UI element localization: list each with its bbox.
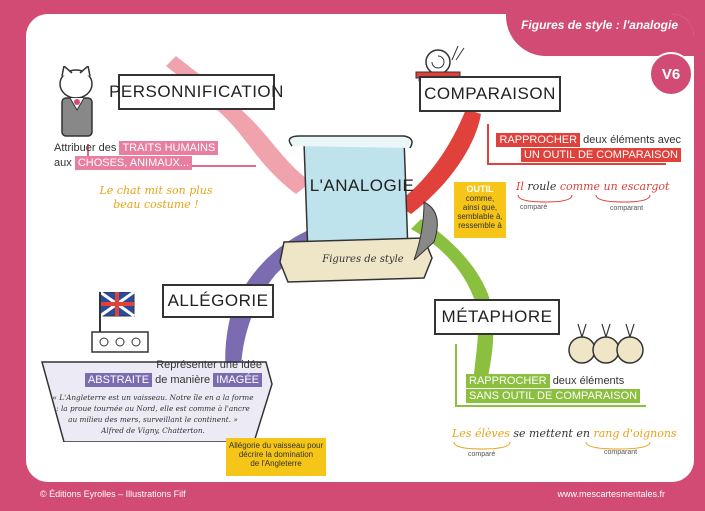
allegorie-note-line2: décrire la domination xyxy=(238,450,314,459)
allegorie-note-line1: Allégorie du vaisseau pour xyxy=(228,441,324,450)
metaphore-example: Les élèves se mettent en rang d'oignons xyxy=(452,427,682,440)
branch-comparaison xyxy=(396,109,481,214)
comparaison-tag-outil: UN OUTIL DE COMPARAISON xyxy=(520,148,681,162)
comparaison-example: Il roule comme un escargot xyxy=(516,180,676,193)
scroll-curl-top xyxy=(288,135,413,149)
comparaison-example-roule: roule xyxy=(527,180,557,193)
allegorie-quote-line1: « L'Angleterre est un vaisseau. Notre îl… xyxy=(52,393,254,402)
personnification-definition: Attribuer des TRAITS HUMAINS aux CHOSES,… xyxy=(54,141,254,171)
outil-note-line4: ressemble à xyxy=(458,221,502,230)
personnification-example: Le chat mit son plus beau costume ! xyxy=(76,184,236,212)
footer-copyright: © Éditions Eyrolles – Illustrations Filf xyxy=(40,489,186,499)
footer-website[interactable]: www.mescartesmentales.fr xyxy=(557,489,665,499)
metaphore-comparant-label: comparant xyxy=(604,449,638,456)
metaphore-compare-label: comparé xyxy=(468,451,496,458)
comparaison-example-comme: comme xyxy=(559,180,601,193)
comparaison-brace-compare xyxy=(517,194,573,203)
metaphore-def-rest: deux éléments xyxy=(552,375,625,387)
outil-note-line1: comme, xyxy=(465,194,495,203)
allegorie-note: Allégorie du vaisseau pour décrire la do… xyxy=(226,438,326,476)
comparaison-example-escargot: un escargot xyxy=(603,180,670,193)
metaphore-example-eleves: Les élèves xyxy=(452,427,510,440)
onions-illustration xyxy=(568,323,644,364)
scroll-illustration xyxy=(279,135,438,283)
outil-note-line3: semblable à, xyxy=(457,212,503,221)
allegorie-note-line3: de l'Angleterre xyxy=(250,459,302,468)
personnification-def-pre: Attribuer des xyxy=(54,142,117,154)
metaphore-tag-rapprocher: RAPPROCHER xyxy=(466,374,550,388)
comparaison-brace-comparant xyxy=(595,194,651,203)
metaphore-example-en: en xyxy=(576,427,590,440)
metaphore-definition: RAPPROCHER deux éléments SANS OUTIL DE C… xyxy=(466,374,646,404)
metaphore-example-oignons: rang d'oignons xyxy=(593,427,677,440)
comparaison-definition: RAPPROCHER deux éléments avec UN OUTIL D… xyxy=(496,133,681,163)
cat-illustration xyxy=(59,66,93,137)
comparaison-example-il: Il xyxy=(516,180,524,193)
metaphore-frame xyxy=(455,344,646,407)
personnification-example-line2: beau costume ! xyxy=(113,198,199,211)
comparaison-def-rest: deux éléments avec xyxy=(583,134,681,146)
outil-note-line2: ainsi que, xyxy=(462,203,498,212)
center-title: L'ANALOGIE xyxy=(309,176,415,195)
allegorie-quote: « L'Angleterre est un vaisseau. Notre îl… xyxy=(48,392,258,436)
metaphore-example-mettent: se mettent xyxy=(513,427,573,440)
allegorie-tag-imagee: IMAGÉE xyxy=(213,373,262,387)
metaphore-brace-comparant xyxy=(585,441,651,450)
comparaison-tag-rapprocher: RAPPROCHER xyxy=(496,133,581,147)
personnification-def-mid: aux xyxy=(54,157,72,169)
quill-icon xyxy=(413,201,438,261)
version-badge: V6 xyxy=(649,52,693,96)
personnification-tag-choses: CHOSES, ANIMAUX... xyxy=(74,156,193,170)
comparaison-label: COMPARAISON xyxy=(419,76,561,112)
allegorie-definition: Représenter une idée ABSTRAITE de manièr… xyxy=(76,358,262,388)
comparaison-compare-label: comparé xyxy=(520,204,548,211)
personnification-tag-traits: TRAITS HUMAINS xyxy=(119,141,219,155)
metaphore-tag-sans-outil: SANS OUTIL DE COMPARAISON xyxy=(466,389,641,403)
allegorie-def-line1: Représenter une idée xyxy=(156,359,262,371)
allegorie-quote-line3: au milieu des mers, surveillant le conti… xyxy=(68,415,238,424)
mind-map-card: Figures de style : l'analogie V6 L'ANALO… xyxy=(26,14,694,482)
personnification-label: PERSONNIFICATION xyxy=(109,74,283,110)
branch-metaphore xyxy=(411,219,494,376)
center-ribbon-text: Figures de style xyxy=(322,254,404,265)
header-title: Figures de style : l'analogie xyxy=(506,14,694,56)
comparaison-comparant-label: comparant xyxy=(610,205,644,212)
outil-note-title: OUTIL xyxy=(466,184,494,194)
comparaison-frame xyxy=(487,124,666,165)
comparaison-outil-note: OUTIL comme, ainsi que, semblable à, res… xyxy=(454,182,506,238)
allegorie-tag-abstraite: ABSTRAITE xyxy=(84,373,153,387)
allegorie-label: ALLÉGORIE xyxy=(162,284,274,318)
allegorie-quote-line4: Alfred de Vigny, Chatterton. xyxy=(101,426,205,435)
metaphore-brace-compare xyxy=(453,441,511,450)
allegorie-quote-line2: : la proue tournée au Nord, elle est com… xyxy=(56,404,250,413)
metaphore-label: MÉTAPHORE xyxy=(434,299,560,335)
personnification-example-line1: Le chat mit son plus xyxy=(99,184,213,197)
allegorie-def-mid: de manière xyxy=(155,374,211,386)
